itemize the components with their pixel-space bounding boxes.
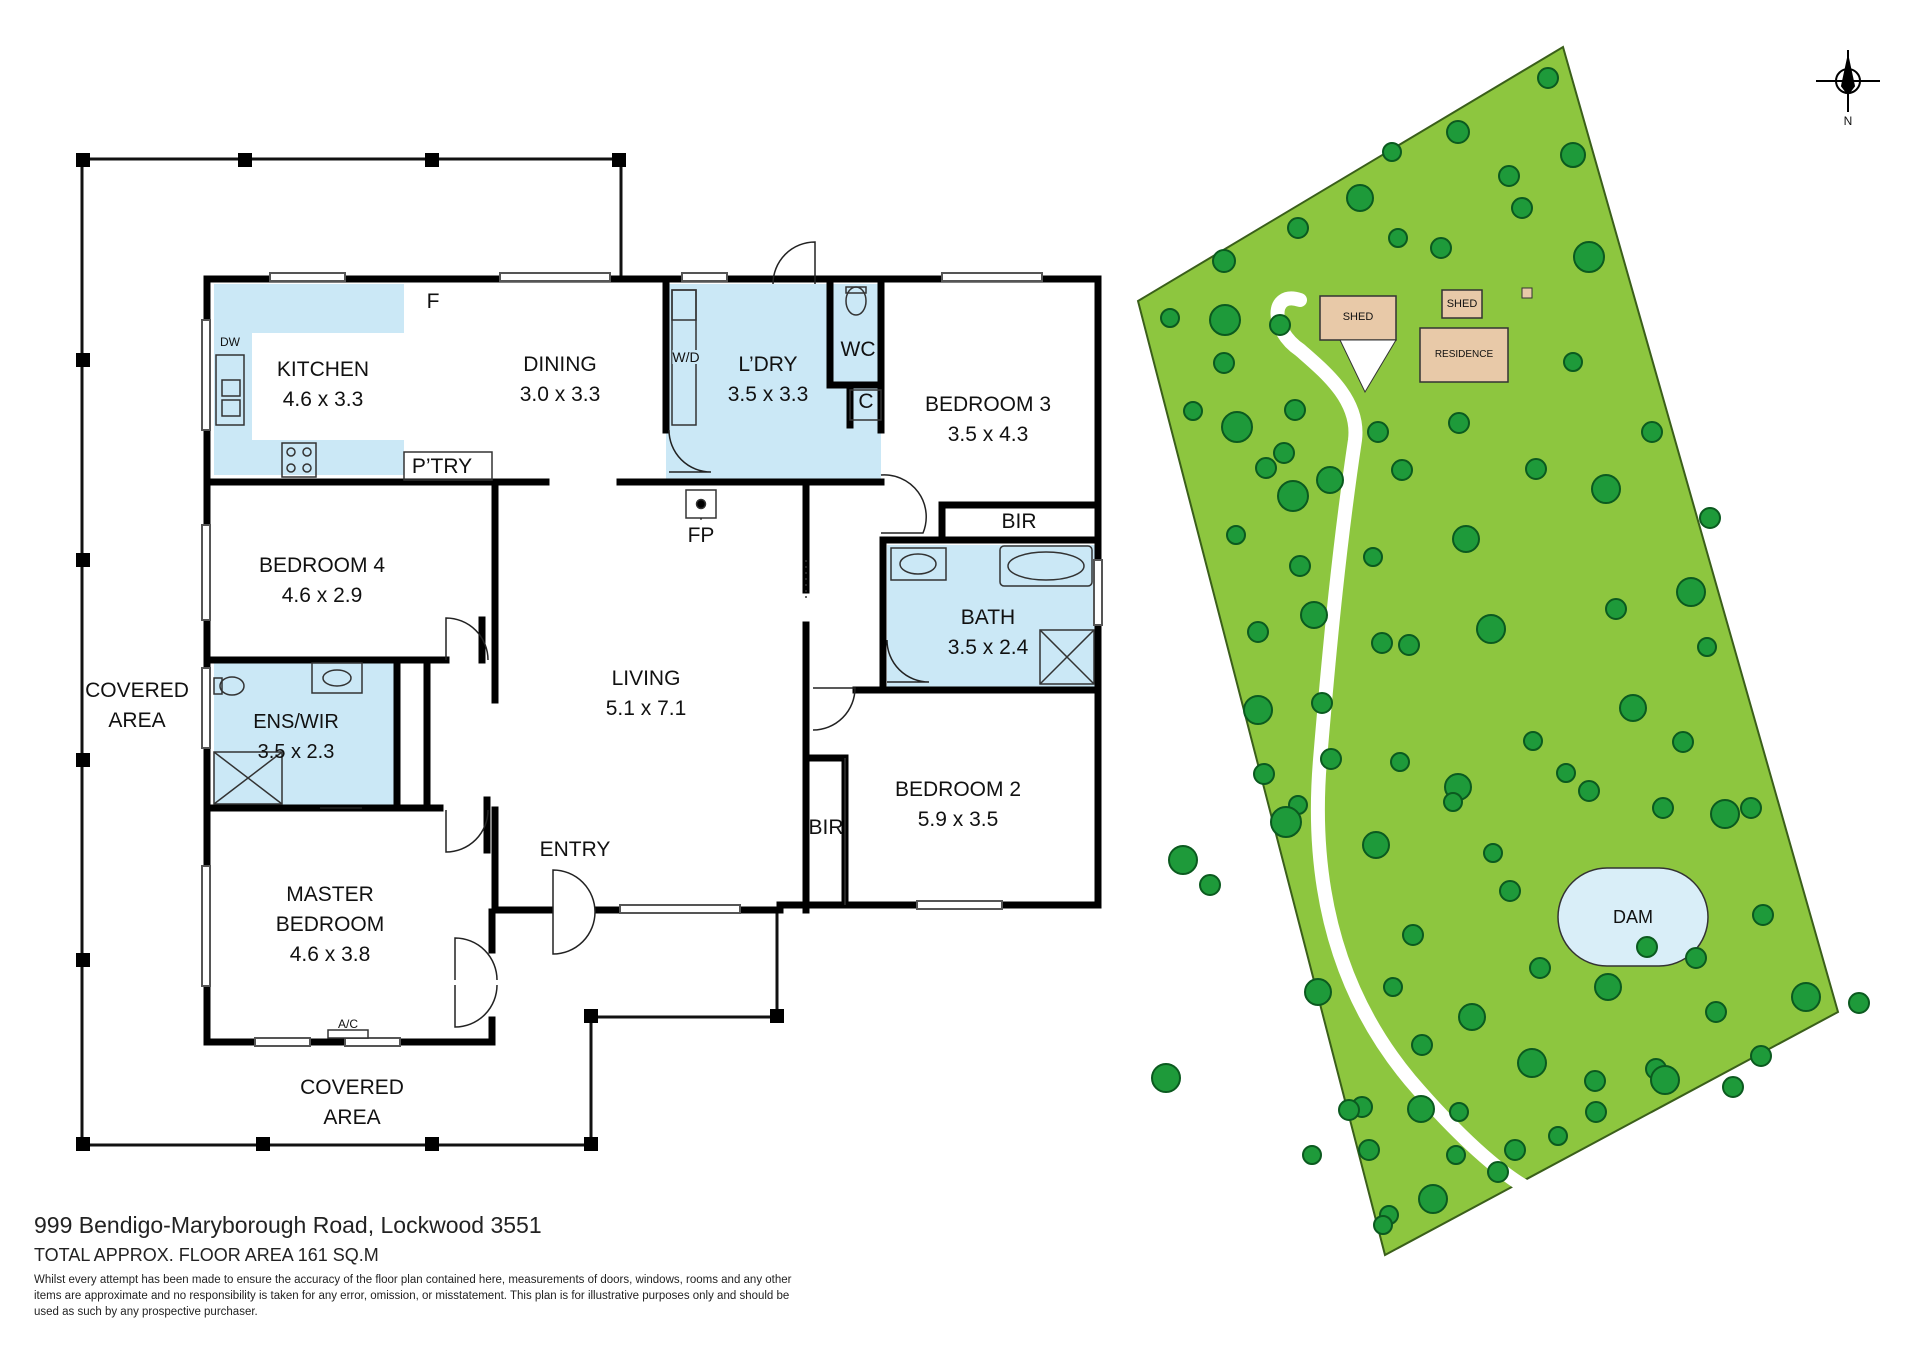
room-size: 3.0 x 3.3 — [519, 383, 601, 406]
washer-dryer-label: W/D — [672, 349, 700, 365]
room-name: BEDROOM 4 — [258, 554, 386, 577]
windows — [201, 272, 1103, 1047]
bir-bedroom3-label: BIR — [1001, 510, 1037, 533]
covered-area-left-label: COVERED AREA — [85, 679, 189, 732]
room-label-master: MASTER BEDROOM 4.6 x 3.8 — [275, 880, 385, 970]
room-size: 3.5 x 2.3 — [257, 741, 335, 763]
cupboard-label: C — [858, 390, 874, 413]
room-label-bedroom3: BEDROOM 3 3.5 x 4.3 — [925, 390, 1051, 450]
covered-area-bottom-label: COVERED AREA — [300, 1076, 404, 1129]
room-name: ENS/WIR — [253, 711, 339, 733]
room-name: L’DRY — [738, 353, 798, 376]
doors — [445, 241, 930, 1028]
dam-label: DAM — [1613, 907, 1653, 927]
covered-area-outline — [80, 157, 779, 1147]
bir-bedroom2-label: BIR — [808, 816, 844, 839]
room-size: 4.6 x 2.9 — [281, 584, 363, 607]
dishwasher-label: DW — [220, 335, 240, 349]
north-arrow — [1816, 50, 1880, 112]
entry-label: ENTRY — [539, 838, 611, 861]
garden-bed — [1339, 339, 1397, 394]
shed-small-label: SHED — [1446, 298, 1478, 310]
fireplace-label: FP — [687, 524, 715, 547]
residence-label: RESIDENCE — [1434, 349, 1494, 360]
shed-large-label: SHED — [1342, 311, 1374, 323]
room-size: 4.6 x 3.3 — [282, 388, 364, 411]
floor-plan-drawing — [76, 153, 1103, 1151]
total-floor-area: TOTAL APPROX. FLOOR AREA 161 SQ.M — [34, 1245, 379, 1265]
room-label-bath: BATH 3.5 x 2.4 — [948, 603, 1029, 663]
pantry-label: P’TRY — [411, 455, 473, 478]
room-name: MASTER BEDROOM — [275, 883, 385, 936]
trees — [1151, 67, 1870, 1235]
room-name: DINING — [523, 353, 597, 376]
north-label: N — [1843, 114, 1853, 128]
air-con-label: A/C — [337, 1017, 359, 1031]
room-name: BEDROOM 3 — [924, 393, 1052, 416]
fridge-label: F — [426, 290, 440, 313]
room-size: 3.5 x 3.3 — [727, 383, 809, 406]
property-address: 999 Bendigo-Maryborough Road, Lockwood 3… — [34, 1212, 542, 1238]
tank — [1521, 287, 1533, 299]
room-size: 3.5 x 2.4 — [947, 636, 1029, 659]
room-size: 5.9 x 3.5 — [917, 808, 999, 831]
bath-floor — [887, 545, 1098, 687]
property-boundary — [1136, 45, 1840, 1257]
room-label-bedroom4: BEDROOM 4 4.6 x 2.9 — [259, 551, 385, 611]
room-label-kitchen: KITCHEN 4.6 x 3.3 — [277, 355, 369, 415]
room-name: LIVING — [611, 667, 681, 690]
room-size: 4.6 x 3.8 — [289, 943, 371, 966]
plan-footer: 999 Bendigo-Maryborough Road, Lockwood 3… — [34, 1210, 814, 1320]
kitchen-bench-area — [214, 284, 404, 475]
wc-label: WC — [840, 338, 876, 361]
covered-area-posts — [76, 153, 784, 1151]
room-label-bedroom2: BEDROOM 2 5.9 x 3.5 — [895, 775, 1021, 835]
room-label-ensuite: ENS/WIR 3.5 x 2.3 — [253, 707, 339, 767]
room-name: KITCHEN — [276, 358, 370, 381]
disclaimer-text: Whilst every attempt has been made to en… — [34, 1274, 792, 1318]
room-label-living: LIVING 5.1 x 7.1 — [606, 664, 687, 724]
room-name: BATH — [960, 606, 1016, 629]
room-label-laundry: L’DRY 3.5 x 3.3 — [728, 350, 809, 410]
room-size: 3.5 x 4.3 — [947, 423, 1029, 446]
driveway — [1270, 291, 1552, 1202]
room-name: BEDROOM 2 — [894, 778, 1022, 801]
room-size: 5.1 x 7.1 — [605, 697, 687, 720]
room-label-dining: DINING 3.0 x 3.3 — [520, 350, 601, 410]
